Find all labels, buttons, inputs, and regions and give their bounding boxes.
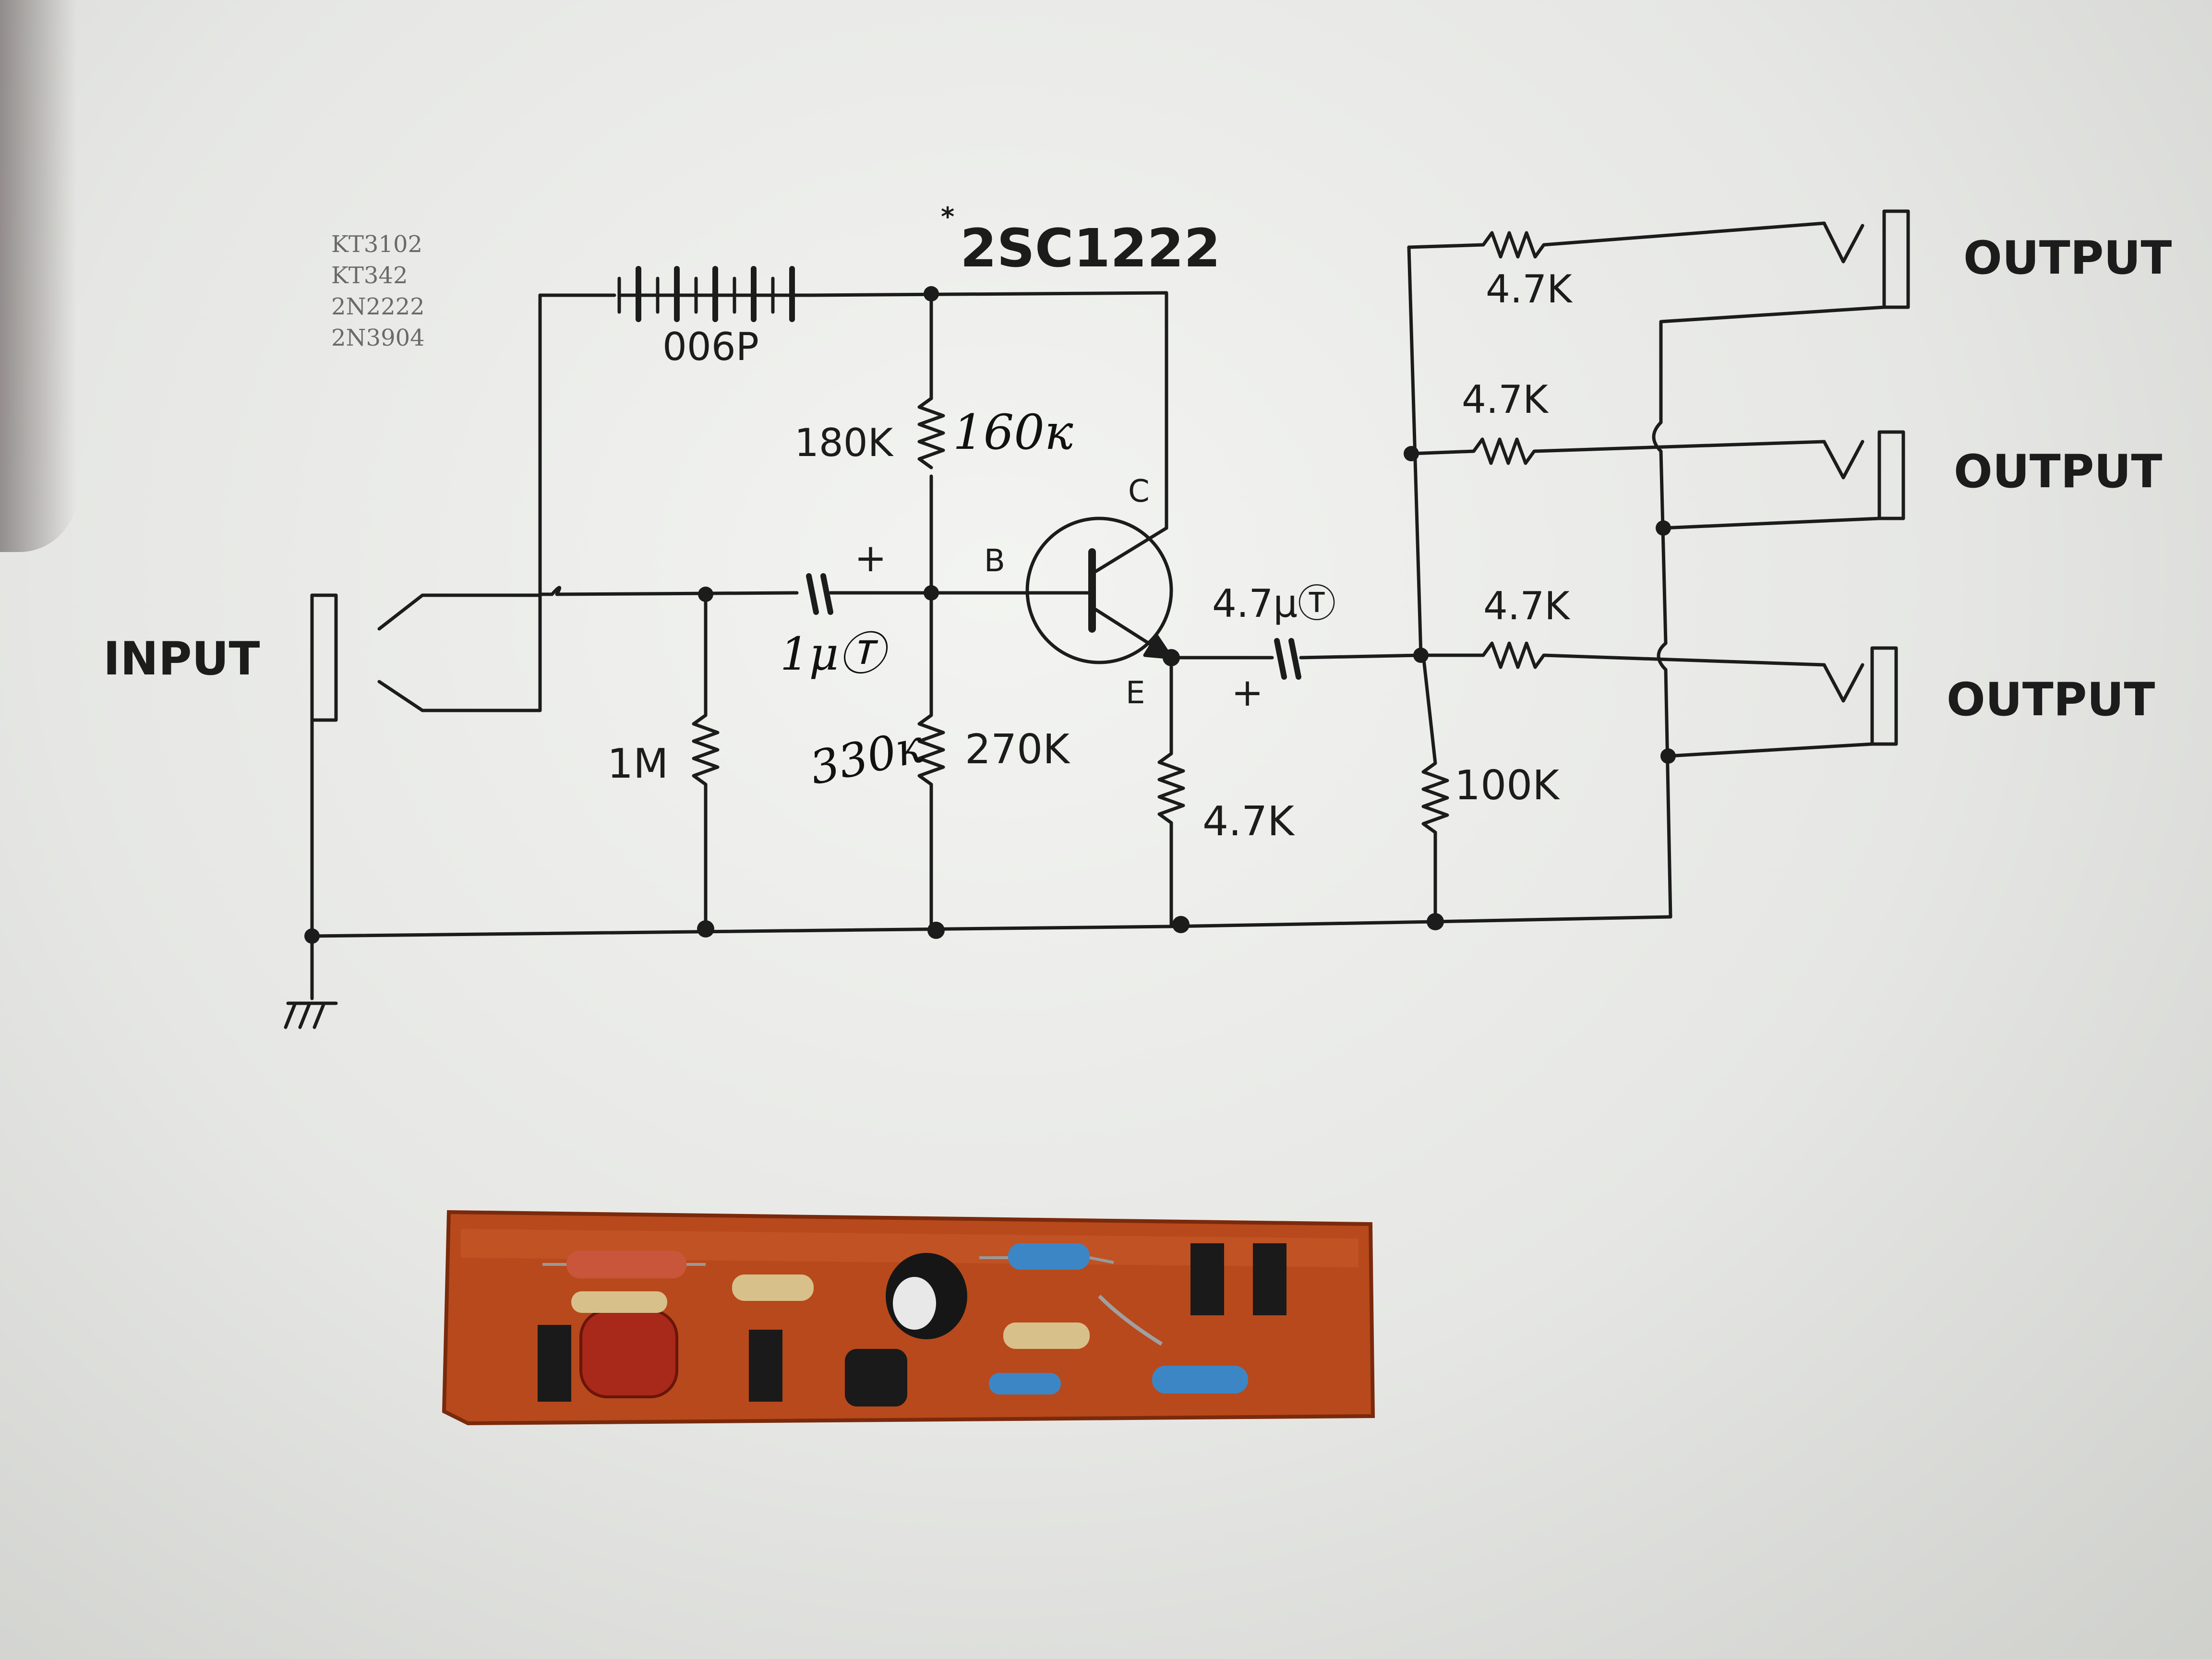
r-shunt-label: 100K [1455,762,1560,809]
wire-input-tip [377,593,542,631]
pin-collector: C [1128,474,1150,509]
output-label-2: OUTPUT [1954,445,2162,498]
wire-ground-rail [310,915,1672,938]
battery-label: 006P [662,325,759,369]
pcb-resistor-2 [571,1291,667,1313]
resistor-180k [917,397,945,469]
cap-in-label: 1μⓉ [780,628,890,681]
r-base-lower-label: 270K [965,726,1070,773]
r-out2-label: 4.7K [1462,377,1549,422]
pin-emitter: E [1126,675,1145,711]
r-base-lower-hand: 330к [805,720,928,795]
battery-symbol [617,266,813,322]
cap-in-polarity: + [854,536,887,580]
header-input [538,1325,571,1402]
r-base-upper-label: 180K [794,421,894,465]
input-label: INPUT [103,633,260,685]
pcb-resistor-5 [1003,1322,1090,1349]
resistor-out2 [1409,437,1826,465]
resistor-emitter-4k7 [1157,656,1185,928]
resistor-out1 [1407,221,1826,259]
capacitor-4u7 [1274,638,1301,680]
transistor-part: 2SC1222 [960,217,1221,279]
junction-dots [304,286,1676,944]
ground-symbol [284,1001,338,1029]
hand-shadow [0,0,77,552]
pcb-resistor-7 [1152,1366,1248,1394]
film-capacitor [579,1309,678,1398]
alt-part-3: 2N2222 [331,293,425,320]
r-input-label: 1M [607,740,668,788]
jumper-wire [1098,1295,1163,1346]
pcb-resistor-6 [989,1373,1061,1395]
alt-part-1: KT3102 [331,231,422,258]
alt-part-4: 2N3904 [331,325,425,351]
output-jack-2 [1877,430,1905,520]
resistor-270k [917,591,945,933]
transistor-mark: * [941,202,954,232]
r-emitter-label: 4.7K [1202,798,1295,845]
r-out3-label: 4.7K [1483,584,1571,628]
wire-output-sleeves [1652,305,1886,919]
r-base-upper-hand: 160к [953,404,1073,460]
transistor-body [1025,517,1173,664]
pcb-resistor-3 [732,1274,814,1301]
pin-base: B [984,543,1005,579]
cap-out-polarity: + [1231,670,1263,715]
wire-input-ring [377,593,542,712]
pcb-transistor [845,1349,907,1407]
output-label-1: OUTPUT [1963,232,2172,285]
resistor-out3 [1419,641,1826,669]
pcb-resistor-1 [566,1250,686,1278]
pcb-board [442,1210,1375,1426]
alt-part-2: KT342 [331,262,408,289]
cap-out-label: 4.7μⓉ [1212,581,1336,626]
resistor-1m [692,593,720,931]
r-out1-label: 4.7K [1486,267,1573,312]
wire-signal-in [538,586,799,596]
resistor-100k [1421,653,1449,924]
header-mid [749,1330,782,1402]
header-out-1 [1190,1243,1224,1315]
header-out-2 [1253,1243,1286,1315]
output-jack-3 [1870,646,1898,746]
capacitor-1u [806,573,833,615]
output-jack-1 [1882,209,1910,309]
transistor-collector [1090,526,1168,576]
input-jack [310,593,338,722]
pcb-resistor-4 [1008,1243,1090,1270]
output-label-3: OUTPUT [1947,673,2155,726]
